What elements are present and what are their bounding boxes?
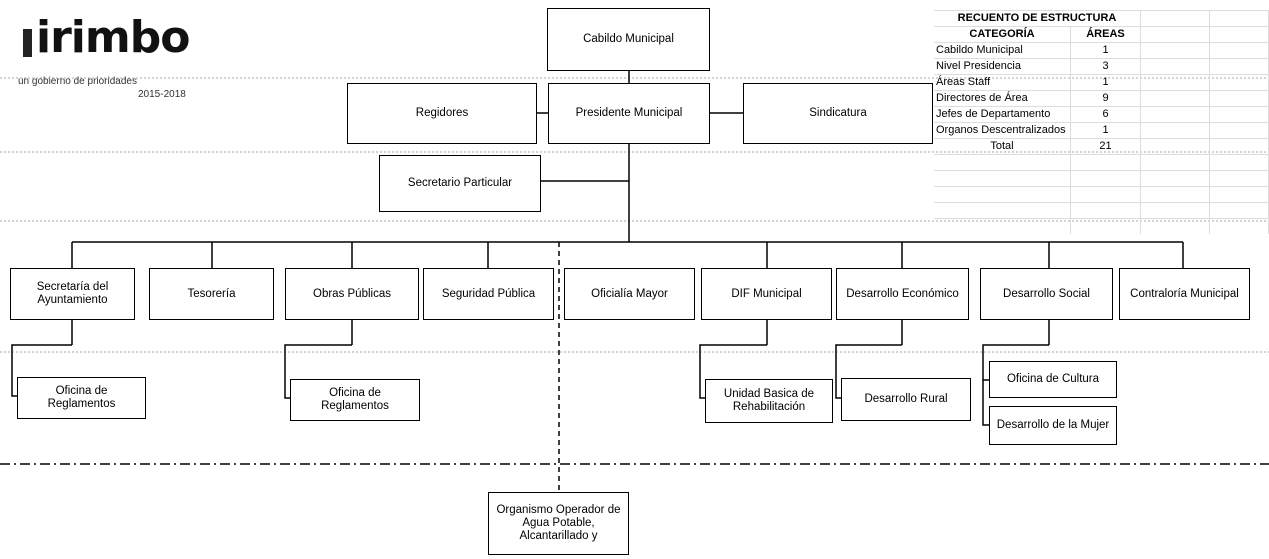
summary-row-areas: 9 [1070, 90, 1141, 107]
node-obras-publicas: Obras Públicas [285, 268, 419, 320]
logo-tagline: un gobierno de prioridades [18, 76, 137, 87]
node-regidores: Regidores [347, 83, 537, 144]
logo-years: 2015-2018 [138, 89, 186, 100]
node-oficialia-mayor: Oficialía Mayor [564, 268, 695, 320]
logo-emblem-icon [23, 29, 32, 57]
node-secretaria-ayuntamiento: Secretaría del Ayuntamiento [10, 268, 135, 320]
node-sindicatura: Sindicatura [743, 83, 933, 144]
logo-wordmark: irimbo [36, 12, 190, 63]
node-seguridad-publica: Seguridad Pública [423, 268, 554, 320]
node-cabildo-municipal: Cabildo Municipal [547, 8, 710, 71]
summary-col-category: CATEGORÍA [934, 26, 1071, 43]
node-unidad-basica-rehabilitacion: Unidad Basica de Rehabilitación [705, 379, 833, 423]
node-desarrollo-rural: Desarrollo Rural [841, 378, 971, 421]
node-tesoreria: Tesorería [149, 268, 274, 320]
node-desarrollo-mujer: Desarrollo de la Mujer [989, 406, 1117, 445]
node-organismo-operador: Organismo Operador de Agua Potable, Alca… [488, 492, 629, 555]
summary-row-category: Áreas Staff [934, 74, 1071, 91]
summary-row-areas: 1 [1070, 42, 1141, 59]
node-desarrollo-economico: Desarrollo Económico [836, 268, 969, 320]
summary-row-areas: 1 [1070, 122, 1141, 139]
summary-row-areas: 6 [1070, 106, 1141, 123]
summary-row-category: Nivel Presidencia [934, 58, 1071, 75]
summary-row-category: Cabildo Municipal [934, 42, 1071, 59]
summary-row-category: Directores de Área [934, 90, 1071, 107]
summary-row-category: Jefes de Departamento [934, 106, 1071, 123]
node-desarrollo-social: Desarrollo Social [980, 268, 1113, 320]
node-oficina-reglamentos-1: Oficina de Reglamentos [17, 377, 146, 419]
municipality-logo: irimbo un gobierno de prioridades 2015-2… [18, 0, 190, 100]
summary-col-areas: ÁREAS [1070, 26, 1141, 43]
node-presidente-municipal: Presidente Municipal [548, 83, 710, 144]
summary-total-value: 21 [1070, 138, 1141, 155]
summary-row-category: Organos Descentralizados [934, 122, 1071, 139]
node-dif-municipal: DIF Municipal [701, 268, 832, 320]
summary-total-label: Total [934, 138, 1071, 155]
summary-row-areas: 1 [1070, 74, 1141, 91]
node-contraloria-municipal: Contraloría Municipal [1119, 268, 1250, 320]
summary-title: RECUENTO DE ESTRUCTURA [934, 10, 1141, 27]
summary-row-areas: 3 [1070, 58, 1141, 75]
node-oficina-cultura: Oficina de Cultura [989, 361, 1117, 398]
node-oficina-reglamentos-2: Oficina de Reglamentos [290, 379, 420, 421]
structure-summary-table: RECUENTO DE ESTRUCTURA CATEGORÍA ÁREAS C… [934, 10, 1269, 238]
node-secretario-particular: Secretario Particular [379, 155, 541, 212]
